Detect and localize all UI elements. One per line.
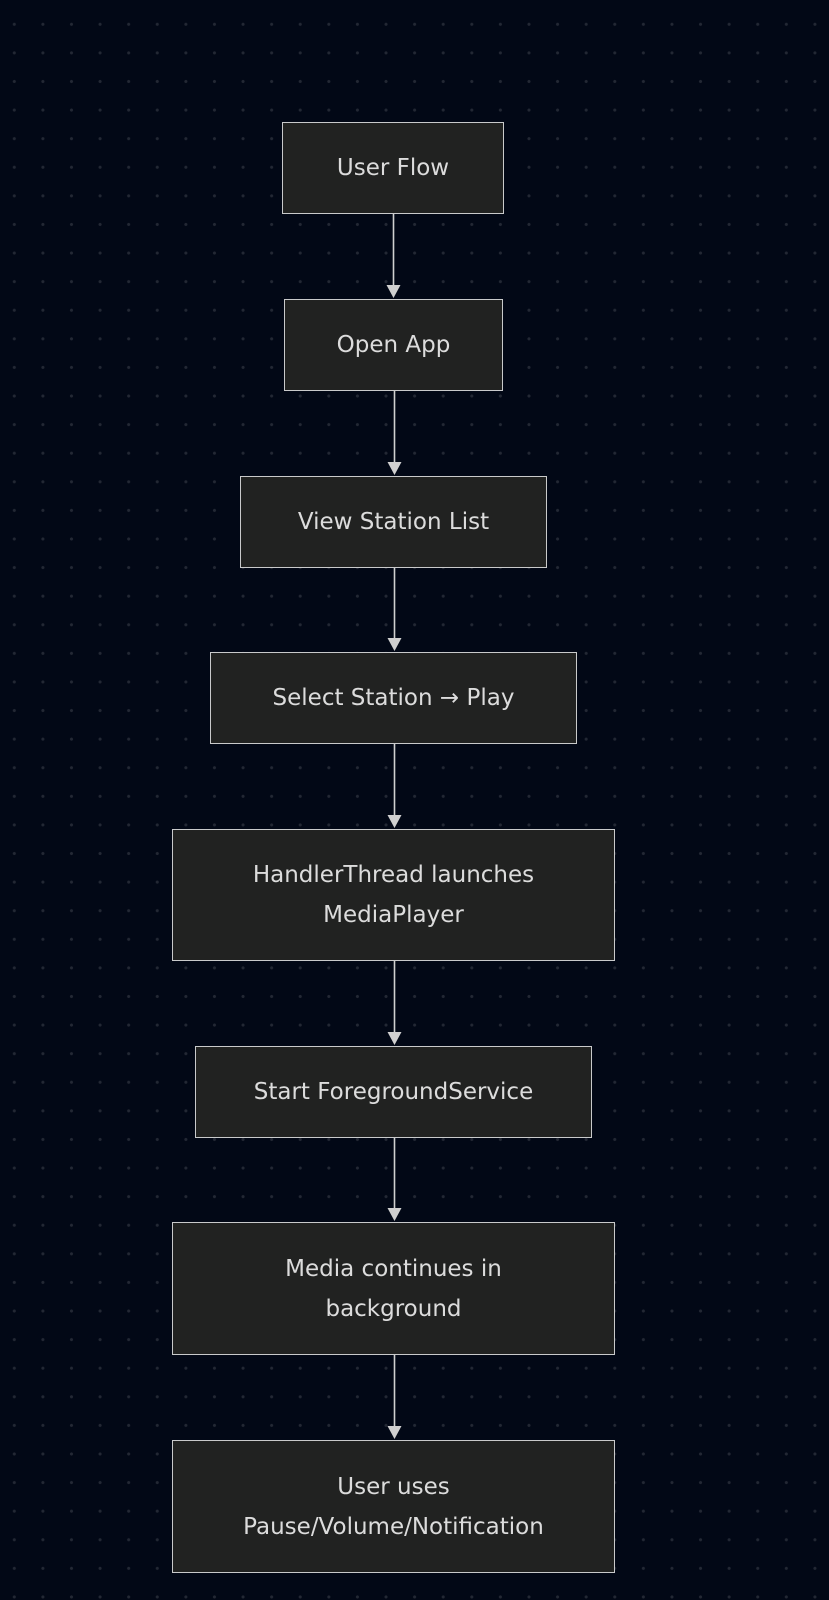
- node-user-flow: User Flow: [282, 122, 504, 214]
- arrowhead-icon: [387, 1208, 402, 1221]
- node-media-continues: Media continues in background: [172, 1222, 615, 1355]
- node-view-station-list-label: View Station List: [297, 509, 490, 535]
- node-user-flow-label: User Flow: [336, 155, 450, 181]
- arrowhead-icon: [387, 1032, 402, 1045]
- node-select-station-play: Select Station → Play: [210, 652, 577, 744]
- node-open-app-label: Open App: [336, 332, 451, 358]
- node-user-uses-controls-label: User uses Pause/Volume/Notification: [243, 1473, 544, 1540]
- node-handlerthread-launches-label: HandlerThread launches MediaPlayer: [252, 862, 535, 928]
- arrowhead-icon: [387, 638, 402, 651]
- node-user-uses-controls: User uses Pause/Volume/Notification: [172, 1440, 615, 1573]
- arrowhead-icon: [386, 285, 401, 298]
- node-open-app: Open App: [284, 299, 503, 391]
- arrowhead-icon: [387, 1426, 402, 1439]
- node-handlerthread-launches: HandlerThread launches MediaPlayer: [172, 829, 615, 961]
- arrowhead-icon: [387, 815, 402, 828]
- arrowhead-icon: [387, 462, 402, 475]
- node-start-foreground-service: Start ForegroundService: [195, 1046, 592, 1138]
- node-view-station-list: View Station List: [240, 476, 547, 568]
- node-media-continues-label: Media continues in background: [285, 1255, 502, 1322]
- node-select-station-play-label: Select Station → Play: [272, 685, 515, 711]
- node-start-foreground-service-label: Start ForegroundService: [253, 1079, 534, 1105]
